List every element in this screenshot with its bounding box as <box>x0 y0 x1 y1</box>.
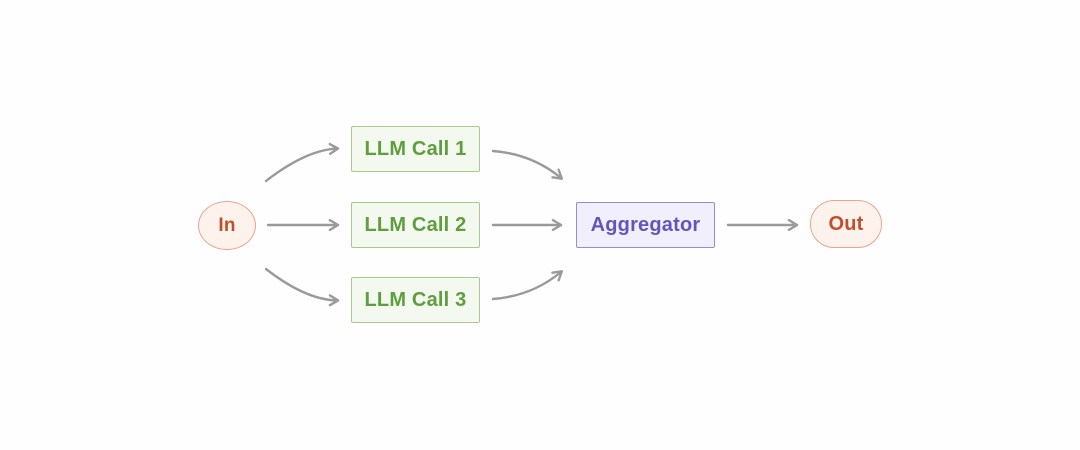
aggregator-node: Aggregator <box>576 202 715 248</box>
arrow-in-to-llm-call-1 <box>264 142 340 183</box>
arrow-llm-call-3-to-aggregator <box>491 270 564 301</box>
llm-call-2-label: LLM Call 2 <box>364 213 467 236</box>
llm-call-3-label: LLM Call 3 <box>364 288 467 311</box>
llm-call-2-node: LLM Call 2 <box>351 202 480 248</box>
output-node-label: Out <box>828 212 864 235</box>
llm-call-1-node: LLM Call 1 <box>351 126 480 172</box>
llm-call-1-label: LLM Call 1 <box>364 137 467 160</box>
arrow-llm-call-1-to-aggregator <box>491 149 564 180</box>
llm-call-3-node: LLM Call 3 <box>351 277 480 323</box>
input-node: In <box>198 201 256 250</box>
input-node-label: In <box>218 214 236 236</box>
aggregator-label: Aggregator <box>590 213 701 236</box>
arrow-in-to-llm-call-3 <box>264 267 340 307</box>
output-node: Out <box>810 200 882 248</box>
